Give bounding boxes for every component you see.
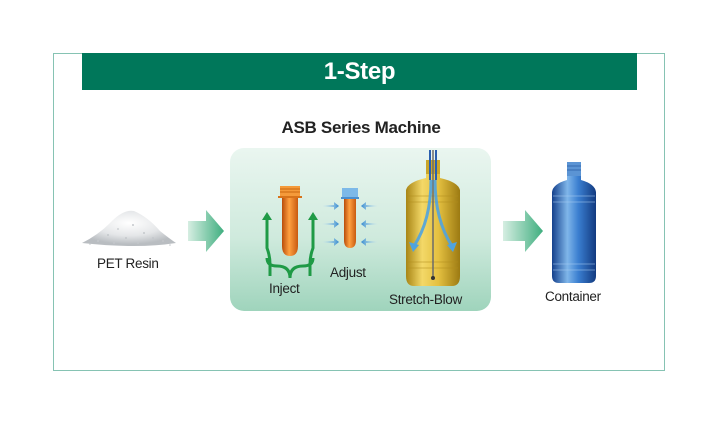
stretch-blow-label: Stretch-Blow [389,292,462,307]
adjust-label: Adjust [330,265,366,280]
inject-label: Inject [269,281,300,296]
pellet-pile-icon [82,210,176,246]
arrow-right-icon [188,210,224,252]
temperature-adjust-preform-icon [322,188,378,248]
injection-preform-icon [262,186,318,279]
machine-title: ASB Series Machine [281,118,441,137]
arrow-right-icon [503,210,543,252]
container-label: Container [545,289,601,304]
stretch-blow-bottle-icon [406,150,460,286]
blue-bottle-icon [552,162,596,283]
resin-label: PET Resin [97,256,159,271]
page-title: 1-Step [82,53,637,90]
